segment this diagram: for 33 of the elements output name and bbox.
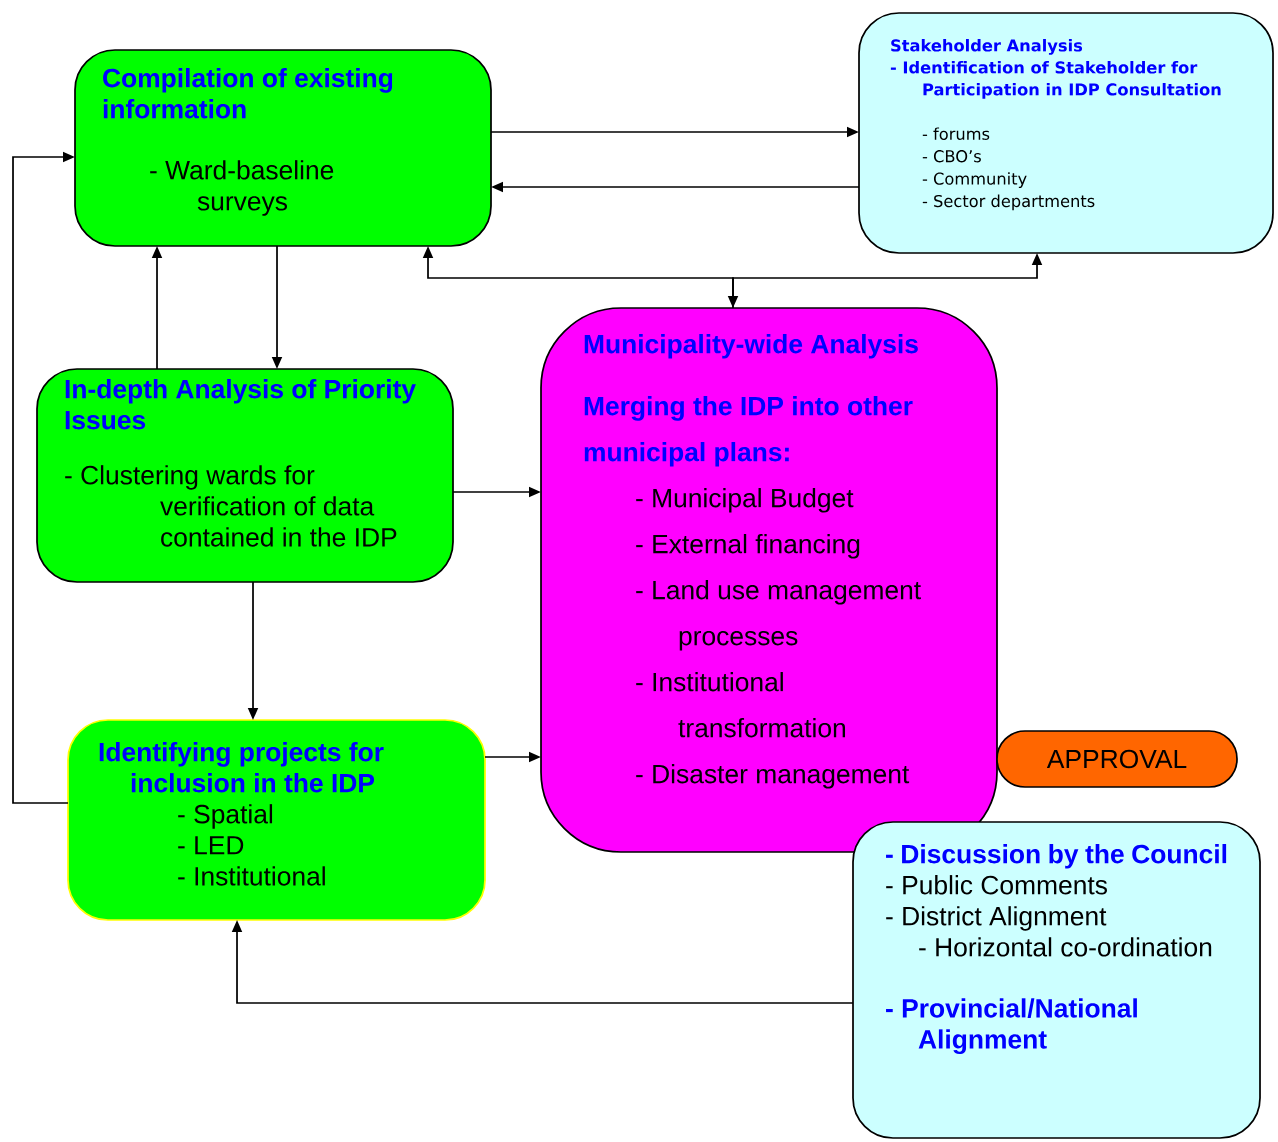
box-heading: Identifying projects for inclusion in the IDP [99, 742, 384, 793]
box-heading: - Discussion by the Council [886, 844, 1227, 869]
box-heading: Merging the IDP into other municipal plans: [584, 396, 913, 467]
list-item: - Sector departments [922, 194, 1095, 211]
list-item: - LED [178, 836, 244, 855]
list-item: - Spatial [178, 804, 273, 829]
status-label: APPROVAL [1046, 749, 1187, 769]
box-heading: Stakeholder Analysis [891, 39, 1083, 55]
list-item: - Community [922, 172, 1027, 188]
rounded-box [858, 12, 1274, 254]
rounded-box [67, 719, 486, 921]
box-heading: Municipality-wide Analysis [584, 334, 918, 359]
list-item: - Public Comments [886, 875, 1107, 895]
list-item: - Clustering wards for verification of data contained in the IDP [65, 465, 397, 547]
box-heading: Compilation of existing information [103, 68, 393, 119]
rounded-box [996, 730, 1238, 788]
list-item: - Disaster management [636, 764, 910, 789]
list-item: - Municipal Budget [636, 488, 854, 513]
list-item: - forums [922, 127, 990, 140]
list-item: - Institutional transformation [636, 672, 845, 738]
list-item: - Ward-baseline surveys [150, 160, 334, 216]
list-item: - Horizontal co-ordination [919, 937, 1212, 957]
list-item: - Institutional [178, 866, 325, 886]
box-heading: - Identification of Stakeholder for Participation in IDP Consultation [890, 61, 1221, 99]
box-heading: In-depth Analysis of Priority Issues [65, 379, 416, 430]
box-heading: - Provincial/National Alignment [886, 998, 1137, 1055]
list-item: - Land use management processes [636, 580, 921, 651]
list-item: - External financing [636, 534, 860, 559]
list-item: - CBO’s [922, 150, 981, 163]
rounded-box [36, 368, 454, 583]
list-item: - District Alignment [886, 906, 1107, 931]
rounded-box [852, 821, 1261, 1139]
rounded-box [74, 49, 492, 247]
